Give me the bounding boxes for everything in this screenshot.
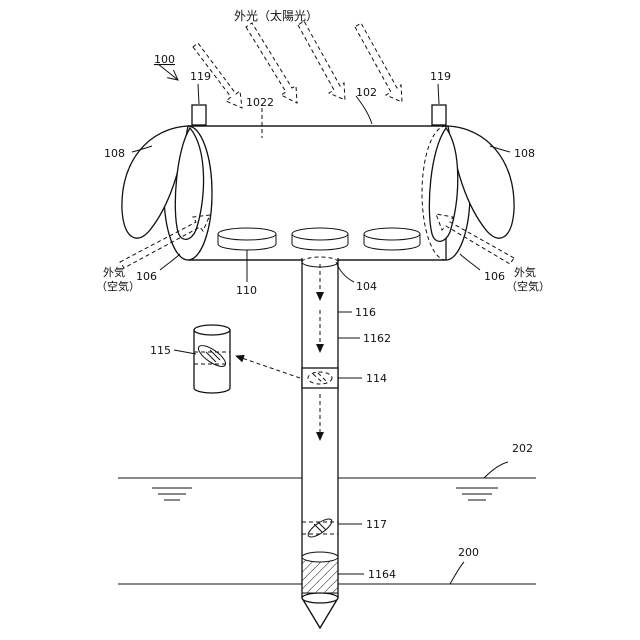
right-reflector-108 bbox=[429, 126, 514, 241]
label-114: 114 bbox=[366, 372, 387, 385]
label-108-left: 108 bbox=[104, 147, 125, 160]
inset-pointer-arrow bbox=[236, 356, 300, 378]
hatched-plug-1164 bbox=[302, 552, 338, 593]
disc-110-3 bbox=[364, 228, 420, 250]
label-117: 117 bbox=[366, 518, 387, 531]
label-116: 116 bbox=[355, 306, 376, 319]
label-outside-air-left: 外気 bbox=[103, 265, 125, 279]
label-outside-air-right: 外気 bbox=[514, 265, 536, 279]
disc-110-2 bbox=[292, 228, 348, 250]
conical-tip bbox=[302, 593, 338, 628]
ref-100-arrow bbox=[158, 64, 178, 80]
label-115: 115 bbox=[150, 344, 171, 357]
sunlight-arrow-3 bbox=[298, 21, 345, 100]
label-102: 102 bbox=[356, 86, 377, 99]
sensor-119-right bbox=[432, 105, 446, 125]
label-119-right: 119 bbox=[430, 70, 451, 83]
label-104: 104 bbox=[356, 280, 377, 293]
label-106-right: 106 bbox=[484, 270, 505, 283]
vertical-pipe-116 bbox=[302, 257, 338, 598]
label-200: 200 bbox=[458, 546, 479, 559]
label-1162: 1162 bbox=[363, 332, 391, 345]
label-1022: 1022 bbox=[246, 96, 274, 109]
disc-110-1 bbox=[218, 228, 276, 250]
left-reflector-108 bbox=[122, 126, 204, 239]
label-1164: 1164 bbox=[368, 568, 396, 581]
pipe-section-114 bbox=[302, 368, 338, 388]
label-outside-light: 外光（太陽光） bbox=[234, 8, 318, 23]
label-100: 100 bbox=[154, 53, 175, 66]
sunlight-arrow-2 bbox=[246, 23, 297, 103]
label-119-left: 119 bbox=[190, 70, 211, 83]
label-air-left: （空気） bbox=[96, 279, 140, 293]
label-202: 202 bbox=[512, 442, 533, 455]
inset-detail-115 bbox=[194, 325, 230, 393]
sensor-119-left bbox=[192, 105, 206, 125]
label-110: 110 bbox=[236, 284, 257, 297]
label-air-right: （空気） bbox=[506, 279, 550, 293]
label-108-right: 108 bbox=[514, 147, 535, 160]
